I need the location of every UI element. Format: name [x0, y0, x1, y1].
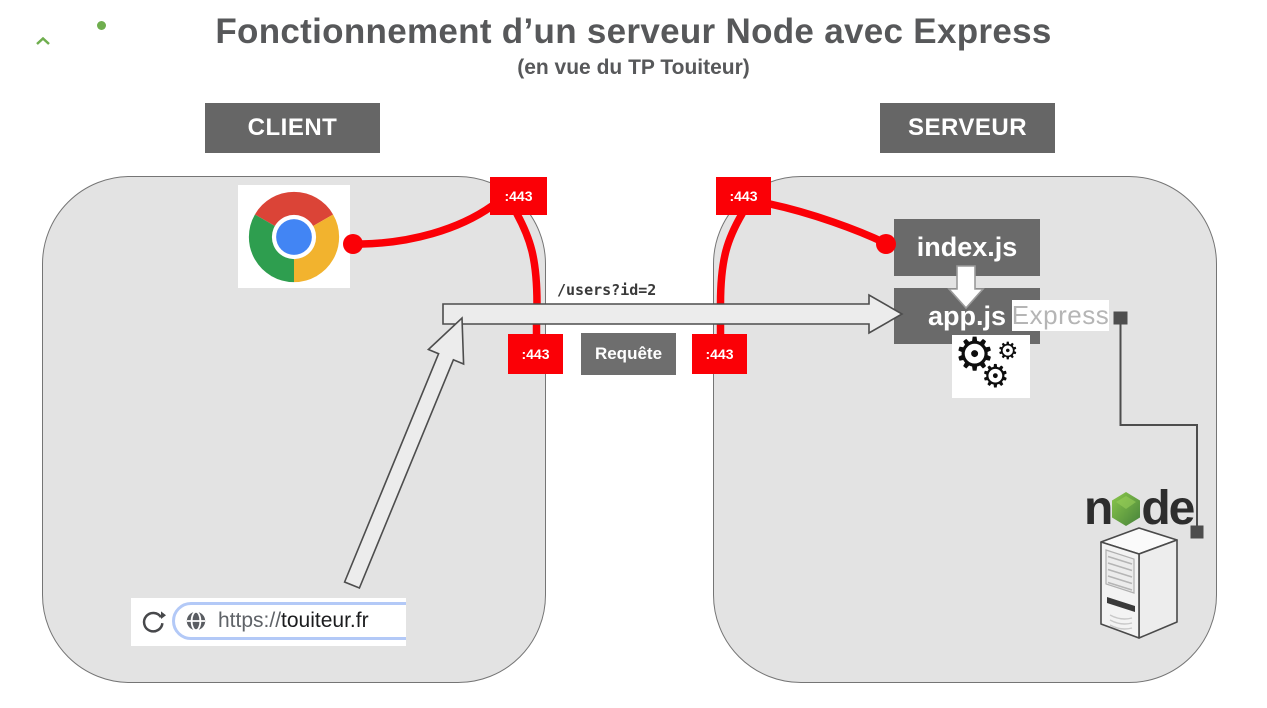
url-input: https://touiteur.fr [172, 602, 406, 640]
globe-icon [186, 610, 206, 632]
browser-url-bar: https://touiteur.fr [131, 598, 406, 646]
server-label: SERVEUR [880, 103, 1055, 153]
express-logo: Express [1011, 300, 1110, 331]
port-badge-client-bottom: :443 [508, 334, 563, 374]
port-badge-server-bottom: :443 [692, 334, 747, 374]
gear-icon: ⚙ [954, 327, 996, 381]
request-query-path: /users?id=2 [557, 281, 657, 299]
url-domain: touiteur.fr [281, 609, 369, 632]
node-logo-prefix: n [1084, 482, 1113, 535]
index-js-box: index.js [894, 219, 1040, 276]
url-text: https://touiteur.fr [218, 609, 369, 633]
page-title: Fonctionnement d’un serveur Node avec Ex… [215, 12, 1052, 51]
request-label: Requête [581, 333, 676, 375]
node-e-dot [97, 21, 106, 30]
node-chevron-icon [36, 37, 50, 45]
port-badge-client-top: :443 [490, 177, 547, 215]
gear-icon: ⚙ [981, 357, 1010, 395]
client-label: CLIENT [205, 103, 380, 153]
reload-icon [142, 611, 166, 633]
port-badge-server-top: :443 [716, 177, 771, 215]
page-subtitle: (en vue du TP Touiteur) [517, 56, 750, 79]
chrome-browser-icon [248, 191, 340, 282]
gear-icon: ⚙ [997, 337, 1019, 365]
chrome-tile [238, 185, 350, 288]
url-scheme: https:// [218, 609, 282, 632]
server-tower-icon [1100, 527, 1178, 639]
gears-icon: ⚙ ⚙ ⚙ [952, 331, 1030, 398]
